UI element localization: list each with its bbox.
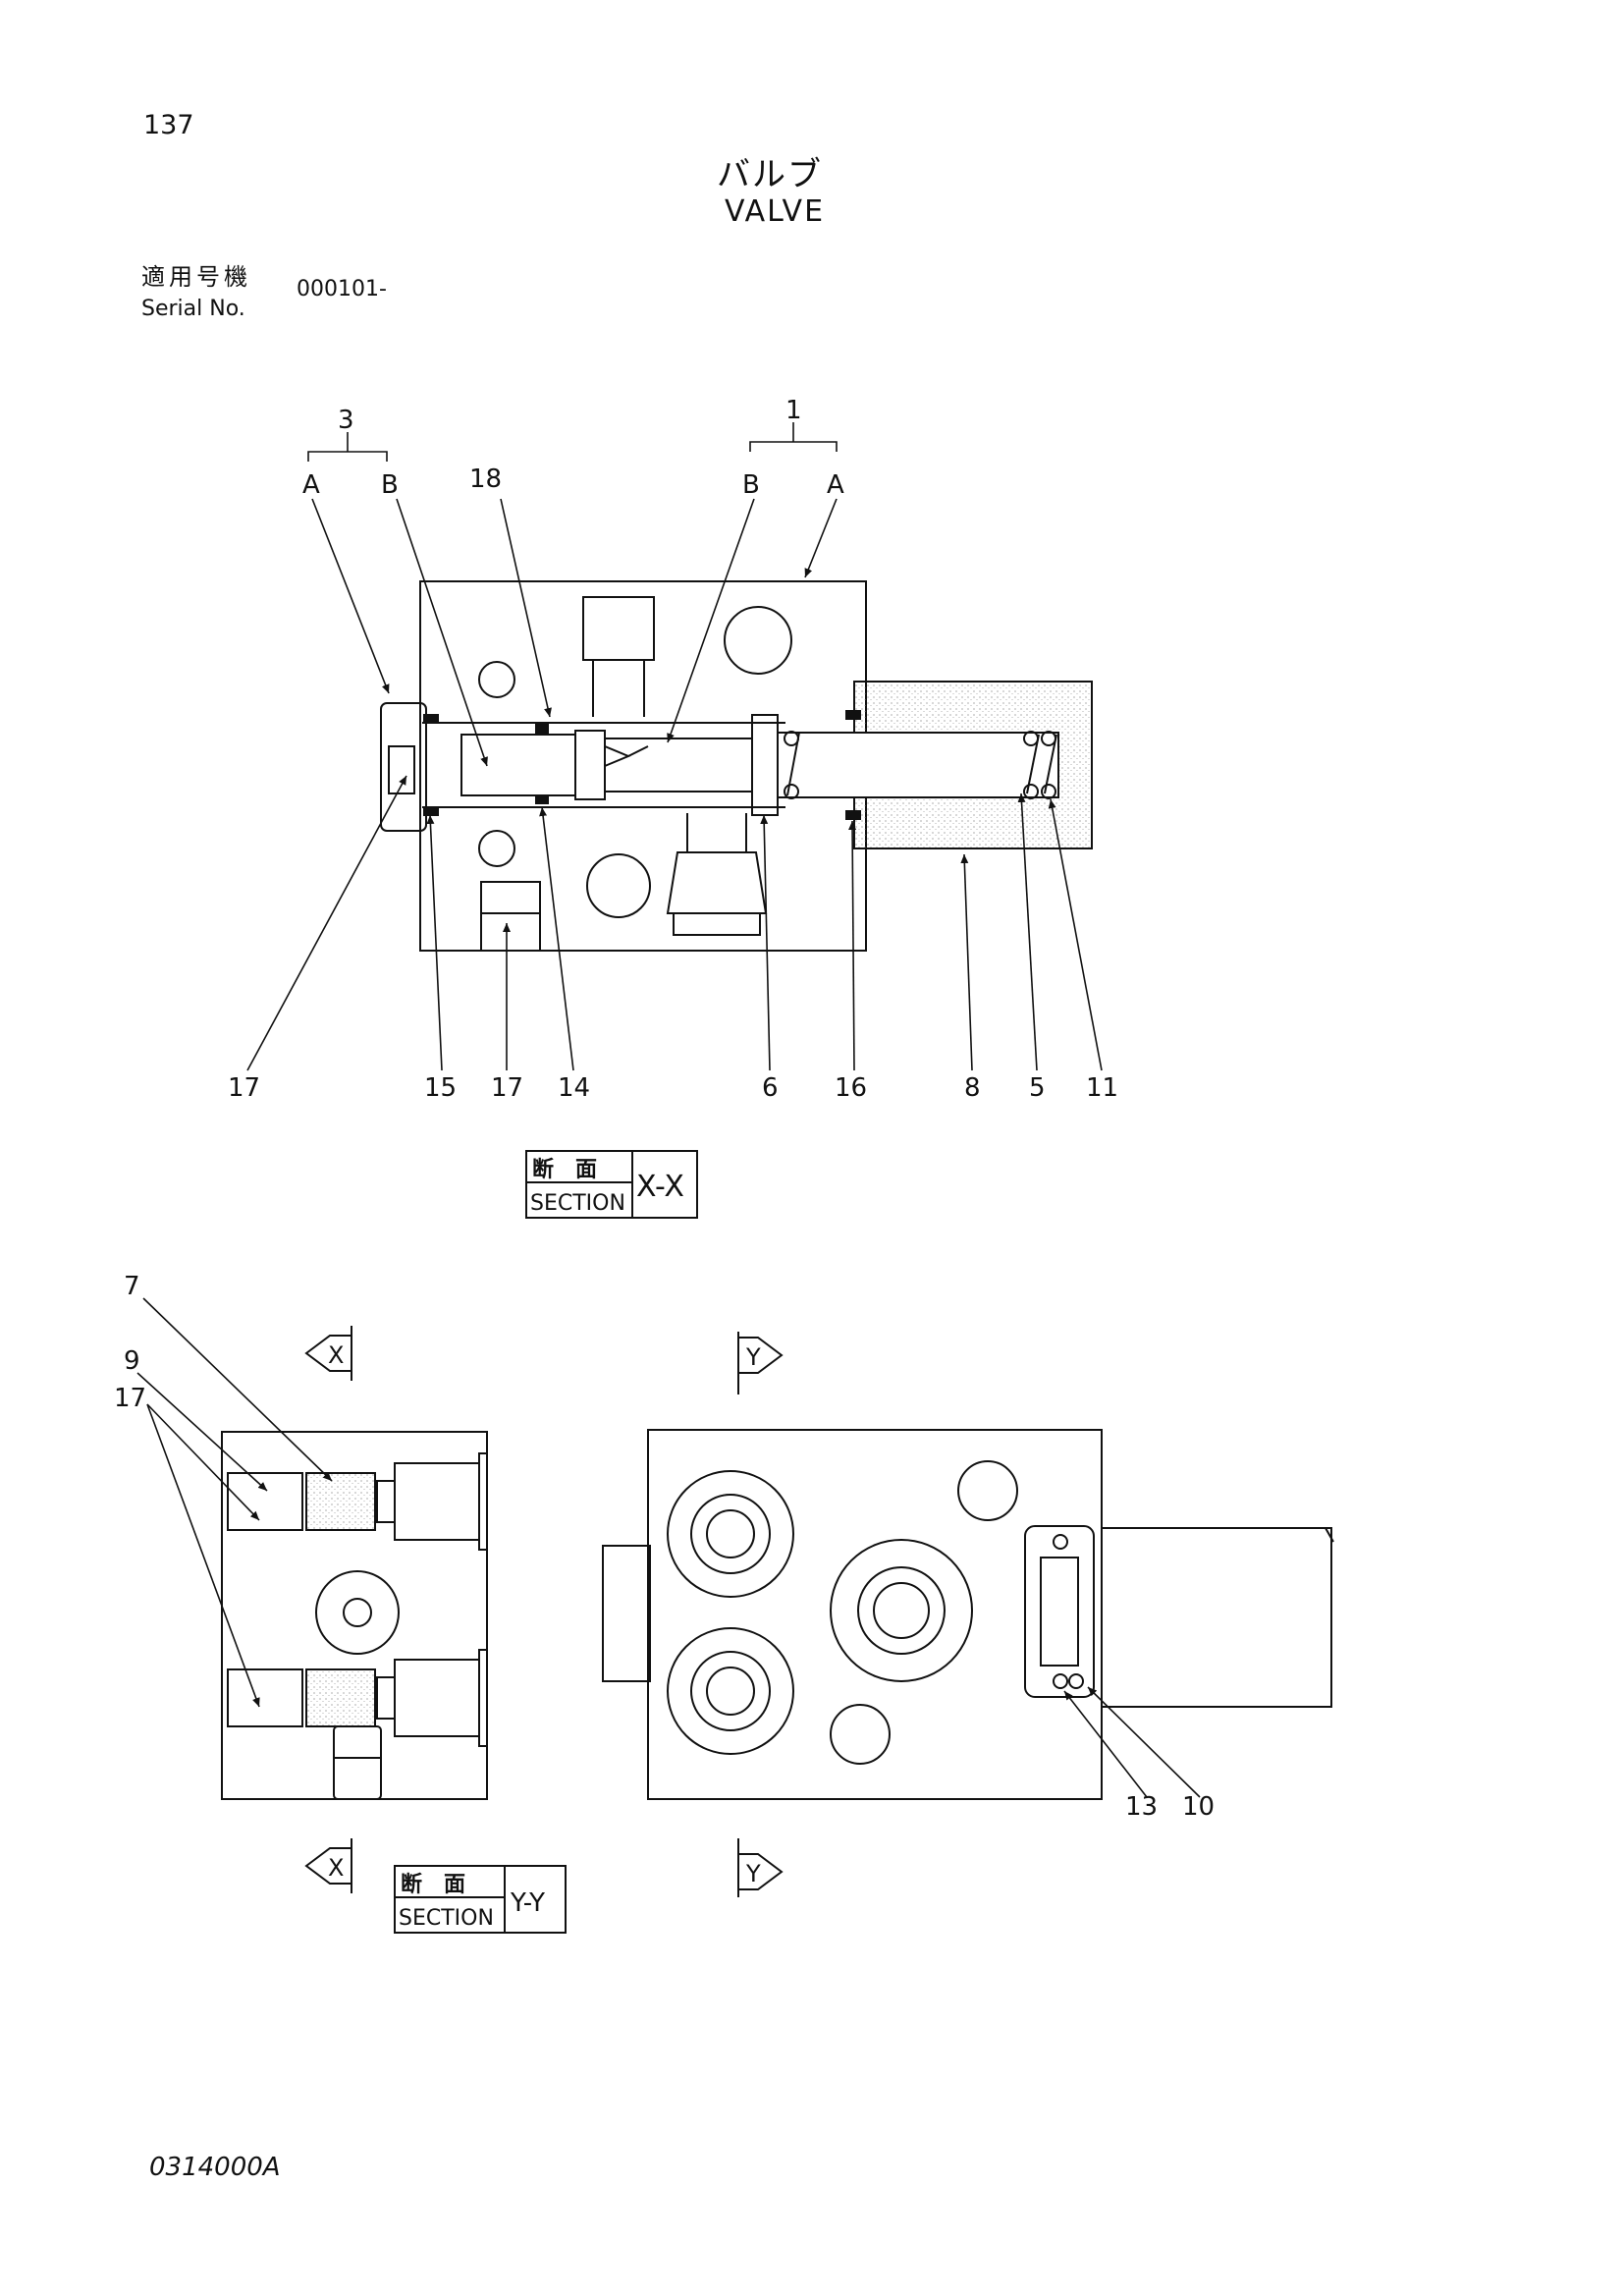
section-yy-leaders <box>136 1297 1201 1798</box>
section-xx-name: X-X <box>636 1170 684 1204</box>
section-xx-leaders <box>246 422 1103 1071</box>
callout-14: 14 <box>558 1073 590 1103</box>
callout-18: 18 <box>469 465 502 494</box>
callout-3a: A <box>302 470 320 500</box>
callout-17-left: 17 <box>228 1073 260 1103</box>
callout-16: 16 <box>835 1073 867 1103</box>
callout-5: 5 <box>1029 1073 1046 1103</box>
callout-3b: B <box>381 470 399 500</box>
section-xx-view <box>380 580 1093 952</box>
callout-10: 10 <box>1182 1792 1215 1822</box>
front-view <box>602 1429 1334 1800</box>
callout-9: 9 <box>124 1346 140 1376</box>
callout-17: 17 <box>491 1073 523 1103</box>
callout-3: 3 <box>338 406 354 435</box>
callout-15: 15 <box>424 1073 457 1103</box>
section-yy-view <box>221 1431 488 1800</box>
section-xx-label-box <box>525 1150 698 1219</box>
callout-1: 1 <box>785 396 802 425</box>
callout-11: 11 <box>1086 1073 1118 1103</box>
callout-1a: A <box>827 470 844 500</box>
section-yy-name: Y-Y <box>510 1888 545 1918</box>
title-english: VALVE <box>725 194 826 229</box>
document-code: 0314000A <box>149 2153 281 2182</box>
section-yy-jp: 断 面 <box>401 1872 465 1897</box>
section-yy-en: SECTION <box>399 1906 494 1931</box>
section-yy-label-box <box>394 1865 567 1934</box>
marker-x-top: X <box>328 1341 344 1369</box>
callout-7: 7 <box>124 1272 140 1301</box>
section-xx-en: SECTION <box>530 1191 625 1216</box>
callout-1b: B <box>742 470 760 500</box>
marker-y-bottom: Y <box>745 1860 761 1887</box>
marker-x-bottom: X <box>328 1854 344 1882</box>
serial-label-english: Serial No. <box>141 297 245 321</box>
callout-17-yy: 17 <box>114 1384 146 1413</box>
callout-13: 13 <box>1125 1792 1158 1822</box>
section-xx-jp: 断 面 <box>532 1157 597 1182</box>
callout-8: 8 <box>964 1073 981 1103</box>
serial-number-value: 000101- <box>297 277 387 301</box>
serial-label-japanese: 適用号機 <box>141 263 251 291</box>
section-markers <box>304 1326 784 1897</box>
marker-y-top: Y <box>745 1343 761 1371</box>
callout-6: 6 <box>762 1073 779 1103</box>
page-number: 137 <box>143 110 194 140</box>
title-japanese: バルブ <box>717 155 823 194</box>
